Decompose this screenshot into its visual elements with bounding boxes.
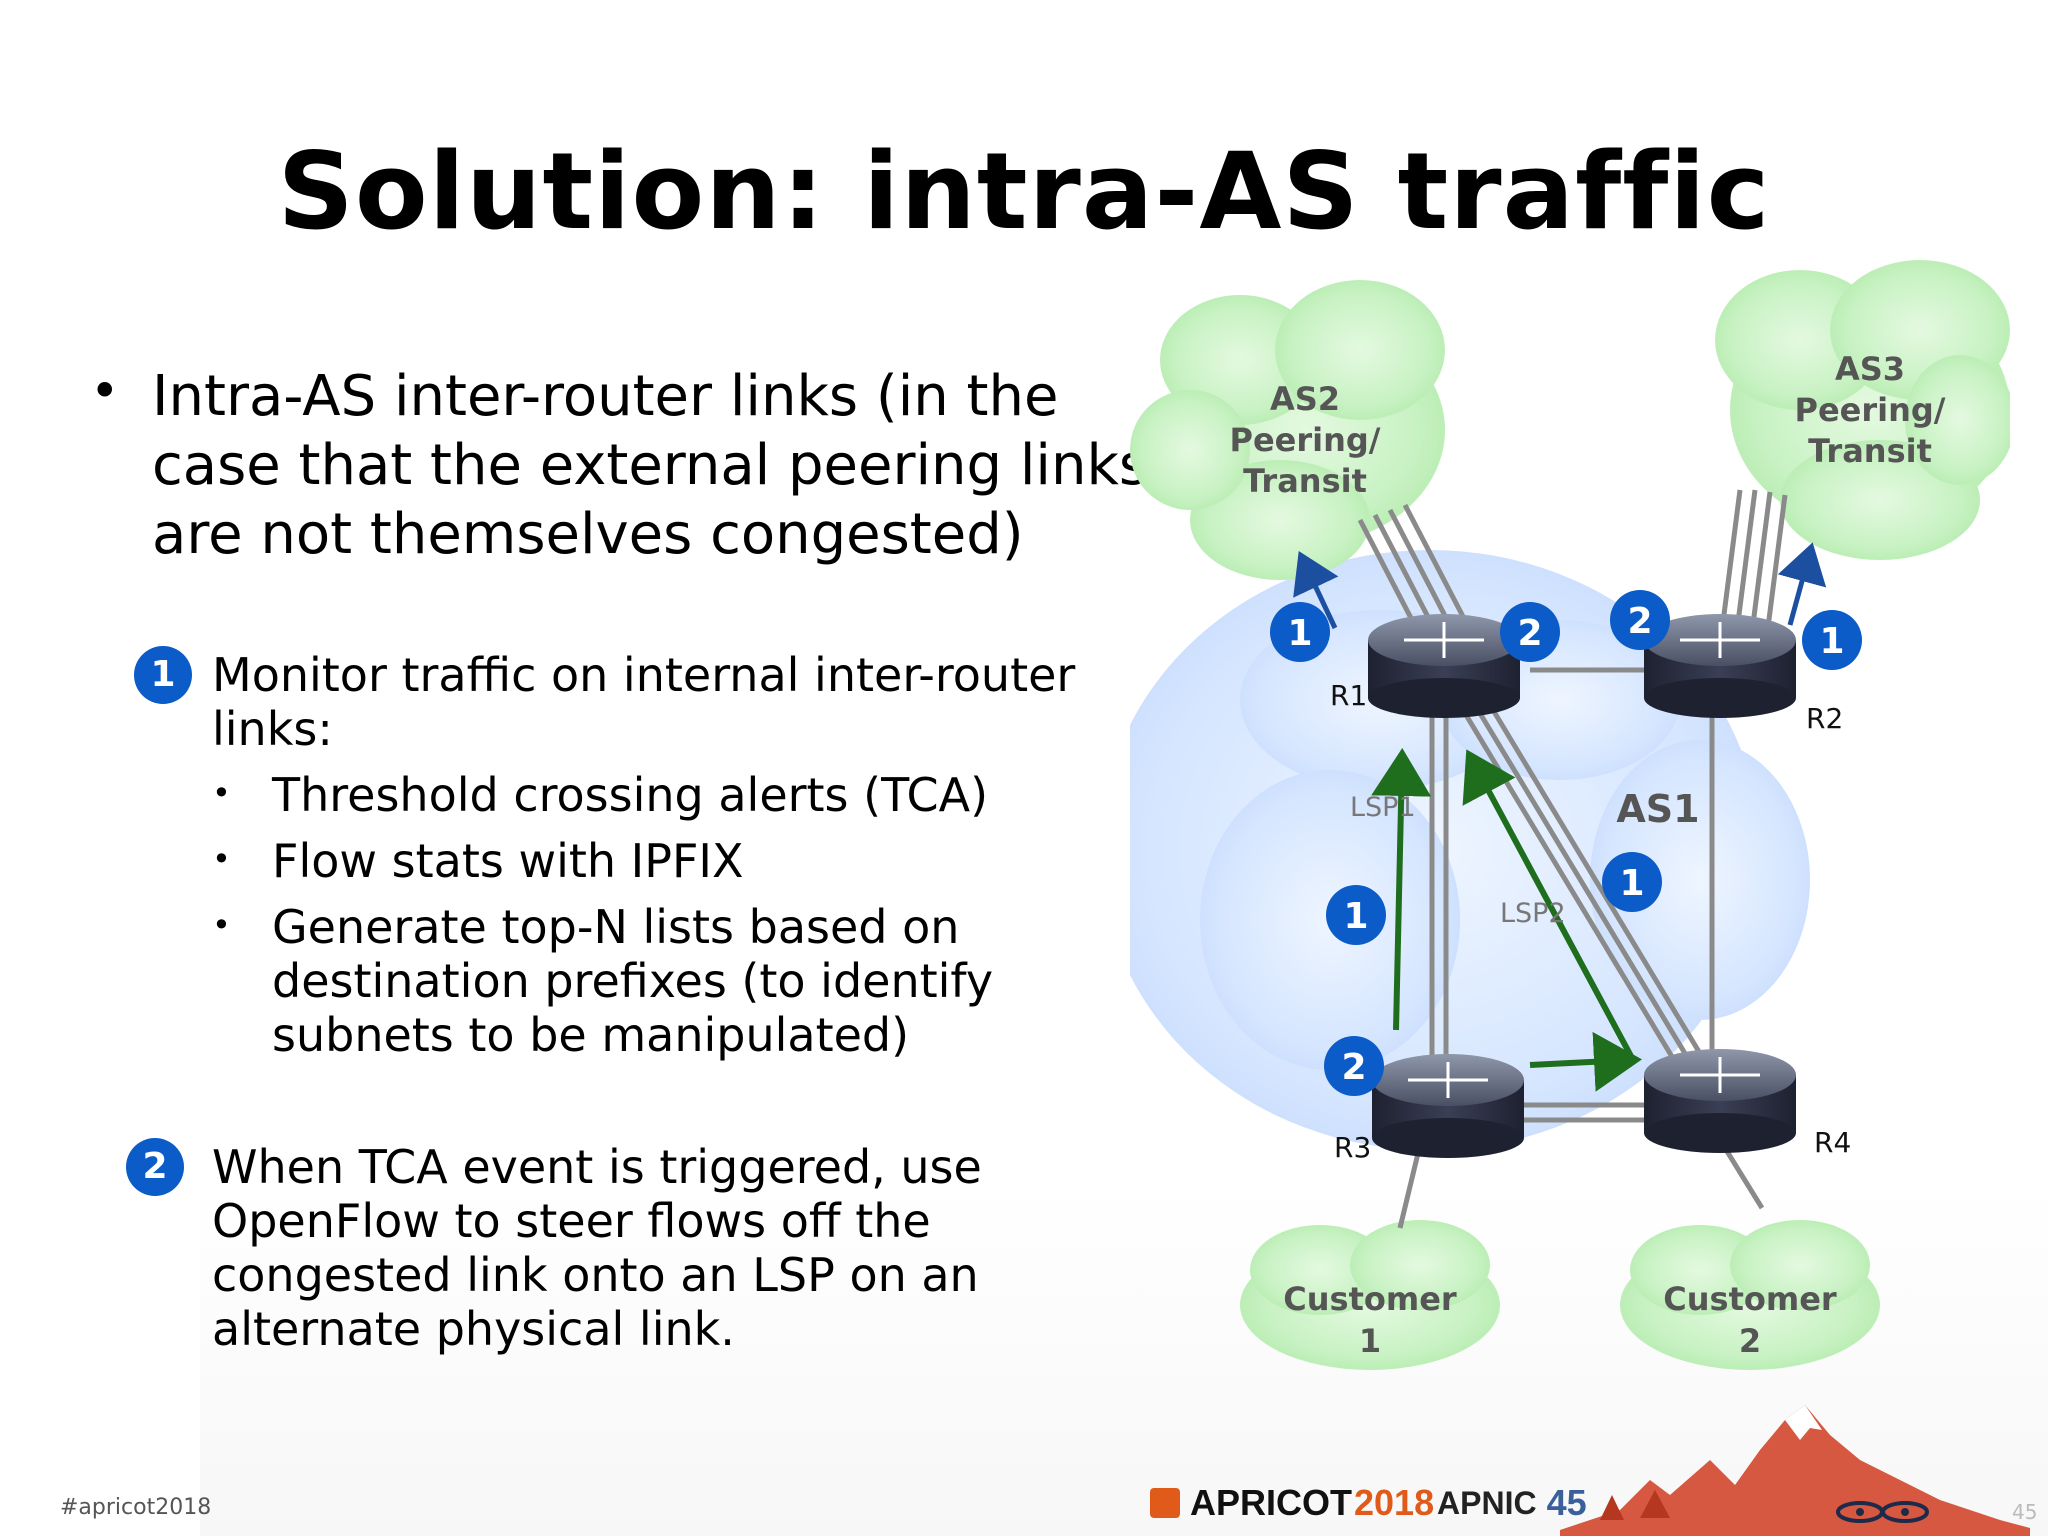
slide-title: Solution: intra-AS traffic <box>277 130 1771 253</box>
badge-r2-right: 1 <box>1802 610 1862 670</box>
lsp1-arrow <box>1371 748 1432 1031</box>
router-r4 <box>1644 1049 1796 1153</box>
badge-lsp2: 1 <box>1602 852 1662 912</box>
router-arrows-icon <box>1404 622 1484 658</box>
badge-lsp1: 1 <box>1326 885 1386 945</box>
step1-badge: 1 <box>134 646 192 704</box>
step2-badge: 2 <box>126 1138 184 1196</box>
r3-label: R3 <box>1334 1131 1371 1164</box>
r3-r4-arrow <box>1529 1031 1642 1092</box>
customer2-label-line1: Customer <box>1663 1280 1837 1318</box>
as2-label-line2: Peering/ <box>1230 421 1381 459</box>
badge-r2-left: 2 <box>1610 590 1670 650</box>
apricot-logo: APRICOT 2018 <box>1150 1478 1434 1528</box>
customer2-label-line2: 2 <box>1739 1322 1761 1360</box>
as3-peering-links <box>1719 489 1788 636</box>
customer1-label-line1: Customer <box>1283 1280 1457 1318</box>
main-bullet-text: Intra-AS inter-router links (in the case… <box>152 364 1149 567</box>
as2-egress-arrow <box>1293 550 1339 630</box>
badge-r1-left: 1 <box>1270 602 1330 662</box>
r4-label: R4 <box>1814 1126 1851 1159</box>
as2-cloud <box>1130 280 1445 580</box>
router-arrows-icon <box>1680 622 1760 658</box>
as3-label-line1: AS3 <box>1835 350 1905 388</box>
router-r2 <box>1644 614 1796 718</box>
apricot-year: 2018 <box>1354 1482 1435 1523</box>
badge-r1-right: 2 <box>1500 602 1560 662</box>
step1-item-text: Threshold crossing alerts (TCA) <box>272 768 989 822</box>
footer-hashtag: #apricot2018 <box>60 1495 212 1520</box>
lsp2-label: LSP2 <box>1500 898 1566 929</box>
customer1-label-line2: 1 <box>1359 1322 1381 1360</box>
apnic-number: 45 <box>1546 1482 1587 1523</box>
as1-label: AS1 <box>1616 787 1699 831</box>
bullet-dot-icon: • <box>212 774 231 812</box>
router-r3 <box>1372 1054 1524 1158</box>
svg-text:1: 1 <box>1819 621 1844 662</box>
as3-cloud <box>1715 260 2010 560</box>
apricot-word: APRICOT <box>1190 1482 1352 1523</box>
step2-text: When TCA event is triggered, use OpenFlo… <box>212 1140 982 1356</box>
svg-text:2: 2 <box>1627 601 1652 642</box>
apnic-word: APNIC <box>1437 1484 1537 1521</box>
badge-r3: 2 <box>1324 1036 1384 1096</box>
r1-label: R1 <box>1330 679 1367 712</box>
egress-arrows <box>1293 542 1827 630</box>
as3-label-line3: Transit <box>1808 432 1932 470</box>
bullet-dot-icon: • <box>212 840 231 878</box>
lsp2-arrow <box>1462 749 1635 1060</box>
apnic-logo: APNIC 45 <box>1437 1478 1587 1528</box>
step1-text: Monitor traffic on internal inter-router… <box>212 648 1076 756</box>
svg-text:1: 1 <box>1343 896 1368 937</box>
bullet-dot-icon: • <box>90 362 120 420</box>
apricot-mark-icon <box>1150 1488 1180 1518</box>
customer2-cloud <box>1620 1220 1880 1370</box>
step1-item-text: Generate top-N lists based on destinatio… <box>272 900 994 1062</box>
router-arrows-icon <box>1680 1057 1760 1093</box>
lsp-arrows <box>1371 748 1642 1092</box>
router-r1 <box>1368 614 1520 718</box>
lsp1-label: LSP1 <box>1350 792 1416 823</box>
page-number: 45 <box>2012 1500 2038 1524</box>
svg-text:2: 2 <box>1517 613 1542 654</box>
step1-item-text: Flow stats with IPFIX <box>272 834 744 888</box>
customer1-cloud <box>1240 1220 1500 1370</box>
svg-text:2: 2 <box>1341 1047 1366 1088</box>
mountain-temple-logo-icon <box>1560 1405 2030 1536</box>
svg-text:1: 1 <box>1287 613 1312 654</box>
as3-egress-arrow <box>1777 542 1827 626</box>
as2-label-line3: Transit <box>1243 462 1367 500</box>
network-diagram: 1 2 2 1 1 1 2 AS2 Peering/ Transit <box>1130 260 2010 1370</box>
router-arrows-icon <box>1408 1062 1488 1098</box>
bullet-dot-icon: • <box>212 906 231 944</box>
as2-label-line1: AS2 <box>1270 380 1340 418</box>
svg-text:1: 1 <box>1619 863 1644 904</box>
as3-label-line2: Peering/ <box>1795 391 1946 429</box>
r2-label: R2 <box>1806 702 1843 735</box>
